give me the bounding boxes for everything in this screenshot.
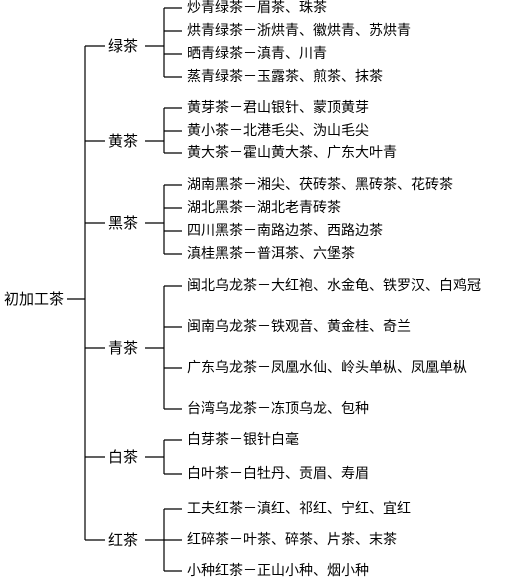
- tea-type-item: 湖北黑茶－湖北老青砖茶: [187, 200, 341, 216]
- tea-examples: 君山银针、蒙顶黄芽: [243, 100, 369, 116]
- tea-type-item: 湖南黑茶－湘尖、茯砖茶、黑砖茶、花砖茶: [187, 177, 453, 193]
- tea-type-name: 黄大茶: [187, 145, 229, 161]
- dash-separator: －: [257, 319, 271, 335]
- dash-separator: －: [243, 223, 257, 239]
- dash-separator: －: [229, 100, 243, 116]
- tea-type-name: 白叶茶: [187, 466, 229, 482]
- tea-type-item: 滇桂黑茶－普洱茶、六堡茶: [187, 246, 355, 262]
- tea-type-name: 晒青绿茶: [187, 46, 243, 62]
- tea-type-item: 广东乌龙茶－凤凰水仙、岭头单枞、凤凰单枞: [187, 360, 467, 376]
- tea-type-name: 炒青绿茶: [187, 0, 243, 16]
- tea-type-item: 工夫红茶－滇红、祁红、宁红、宜红: [187, 501, 411, 517]
- tea-type-item: 晒青绿茶－滇青、川青: [187, 46, 327, 62]
- category-label: 黄茶: [108, 132, 139, 150]
- tea-type-item: 小种红茶－正山小种、烟小种: [187, 563, 369, 579]
- category-label: 黑茶: [108, 214, 139, 232]
- tea-type-name: 烘青绿茶: [187, 23, 243, 39]
- tea-examples: 叶茶、碎茶、片茶、末茶: [243, 532, 397, 548]
- tea-type-item: 黄小茶－北港毛尖、沩山毛尖: [187, 123, 369, 139]
- tea-examples: 铁观音、黄金桂、奇兰: [271, 319, 411, 335]
- tea-examples: 普洱茶、六堡茶: [257, 246, 355, 262]
- tea-examples: 冻顶乌龙、包种: [271, 401, 369, 417]
- tea-examples: 霍山黄大茶、广东大叶青: [243, 145, 397, 161]
- tea-examples: 大红袍、水金龟、铁罗汉、白鸡冠: [271, 278, 481, 294]
- tea-type-item: 台湾乌龙茶－冻顶乌龙、包种: [187, 401, 369, 417]
- tea-type-item: 闽北乌龙茶－大红袍、水金龟、铁罗汉、白鸡冠: [187, 278, 481, 294]
- tea-type-name: 红碎茶: [187, 532, 229, 548]
- category-label: 青茶: [108, 339, 139, 357]
- tea-type-name: 蒸青绿茶: [187, 69, 243, 85]
- tea-type-item: 闽南乌龙茶－铁观音、黄金桂、奇兰: [187, 319, 411, 335]
- tea-type-name: 闽北乌龙茶: [187, 278, 257, 294]
- tea-type-name: 黄小茶: [187, 123, 229, 139]
- dash-separator: －: [243, 177, 257, 193]
- category-label: 红茶: [108, 531, 139, 549]
- tea-examples: 凤凰水仙、岭头单枞、凤凰单枞: [271, 360, 467, 376]
- tea-type-name: 白芽茶: [187, 432, 229, 448]
- dash-separator: －: [243, 563, 257, 579]
- tea-type-name: 工夫红茶: [187, 501, 243, 517]
- tea-type-item: 白芽茶－银针白毫: [187, 432, 299, 448]
- tea-type-name: 湖北黑茶: [187, 200, 243, 216]
- dash-separator: －: [229, 123, 243, 139]
- tea-examples: 北港毛尖、沩山毛尖: [243, 123, 369, 139]
- tea-type-name: 四川黑茶: [187, 223, 243, 239]
- tea-type-name: 湖南黑茶: [187, 177, 243, 193]
- tea-examples: 滇青、川青: [257, 46, 327, 62]
- tea-type-item: 红碎茶－叶茶、碎茶、片茶、末茶: [187, 532, 397, 548]
- tea-type-item: 黄大茶－霍山黄大茶、广东大叶青: [187, 145, 397, 161]
- tea-examples: 湘尖、茯砖茶、黑砖茶、花砖茶: [257, 177, 453, 193]
- dash-separator: －: [243, 501, 257, 517]
- tea-type-item: 四川黑茶－南路边茶、西路边茶: [187, 223, 383, 239]
- dash-separator: －: [243, 69, 257, 85]
- category-label: 白茶: [108, 448, 139, 466]
- tea-type-name: 小种红茶: [187, 563, 243, 579]
- dash-separator: －: [229, 432, 243, 448]
- dash-separator: －: [243, 46, 257, 62]
- dash-separator: －: [243, 0, 257, 16]
- dash-separator: －: [243, 23, 257, 39]
- tea-type-item: 烘青绿茶－浙烘青、徽烘青、苏烘青: [187, 23, 411, 39]
- dash-separator: －: [229, 466, 243, 482]
- tea-examples: 滇红、祁红、宁红、宜红: [257, 501, 411, 517]
- category-label: 绿茶: [108, 37, 139, 55]
- tea-type-name: 广东乌龙茶: [187, 360, 257, 376]
- dash-separator: －: [229, 145, 243, 161]
- tea-examples: 玉露茶、煎茶、抹茶: [257, 69, 383, 85]
- tea-examples: 湖北老青砖茶: [257, 200, 341, 216]
- tea-examples: 正山小种、烟小种: [257, 563, 369, 579]
- tea-type-name: 台湾乌龙茶: [187, 401, 257, 417]
- tea-type-name: 闽南乌龙茶: [187, 319, 257, 335]
- tea-examples: 南路边茶、西路边茶: [257, 223, 383, 239]
- dash-separator: －: [243, 246, 257, 262]
- dash-separator: －: [257, 278, 271, 294]
- dash-separator: －: [243, 200, 257, 216]
- tea-type-name: 黄芽茶: [187, 100, 229, 116]
- tea-type-name: 滇桂黑茶: [187, 246, 243, 262]
- tea-examples: 白牡丹、贡眉、寿眉: [243, 466, 369, 482]
- dash-separator: －: [229, 532, 243, 548]
- tea-examples: 浙烘青、徽烘青、苏烘青: [257, 23, 411, 39]
- tea-type-item: 黄芽茶－君山银针、蒙顶黄芽: [187, 100, 369, 116]
- tea-type-item: 蒸青绿茶－玉露茶、煎茶、抹茶: [187, 69, 383, 85]
- root-label: 初加工茶: [4, 290, 65, 308]
- tea-examples: 银针白毫: [243, 432, 299, 448]
- tea-examples: 眉茶、珠茶: [257, 0, 327, 16]
- tea-type-item: 炒青绿茶－眉茶、珠茶: [187, 0, 327, 16]
- dash-separator: －: [257, 360, 271, 376]
- tea-type-item: 白叶茶－白牡丹、贡眉、寿眉: [187, 466, 369, 482]
- dash-separator: －: [257, 401, 271, 417]
